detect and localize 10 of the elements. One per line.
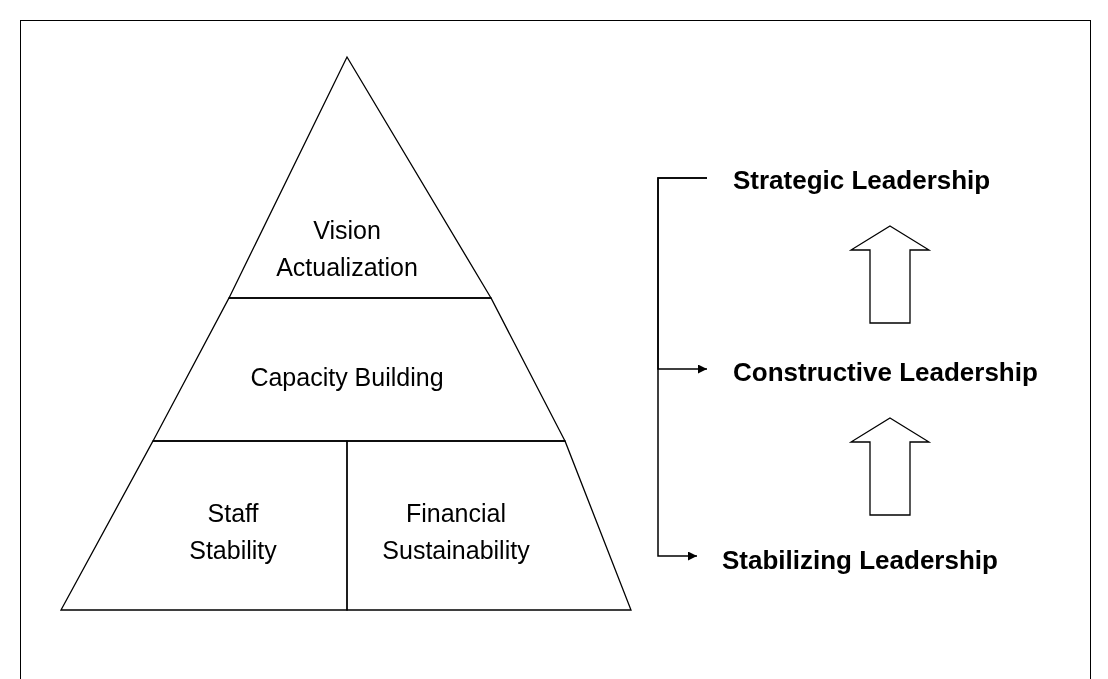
block-arrow: [848, 417, 932, 516]
leadership-label: Stabilizing Leadership: [722, 545, 998, 576]
block-arrow: [848, 225, 932, 324]
bracket-arrow: [657, 177, 708, 561]
leadership-label: Strategic Leadership: [733, 165, 991, 196]
tier-label: Vision Actualization: [275, 215, 419, 283]
tier-label: Financial Sustainability: [381, 498, 531, 566]
tier-label: Staff Stability: [188, 498, 278, 566]
leadership-label: Constructive Leadership: [733, 357, 1038, 388]
tier-label: Capacity Building: [249, 362, 445, 393]
